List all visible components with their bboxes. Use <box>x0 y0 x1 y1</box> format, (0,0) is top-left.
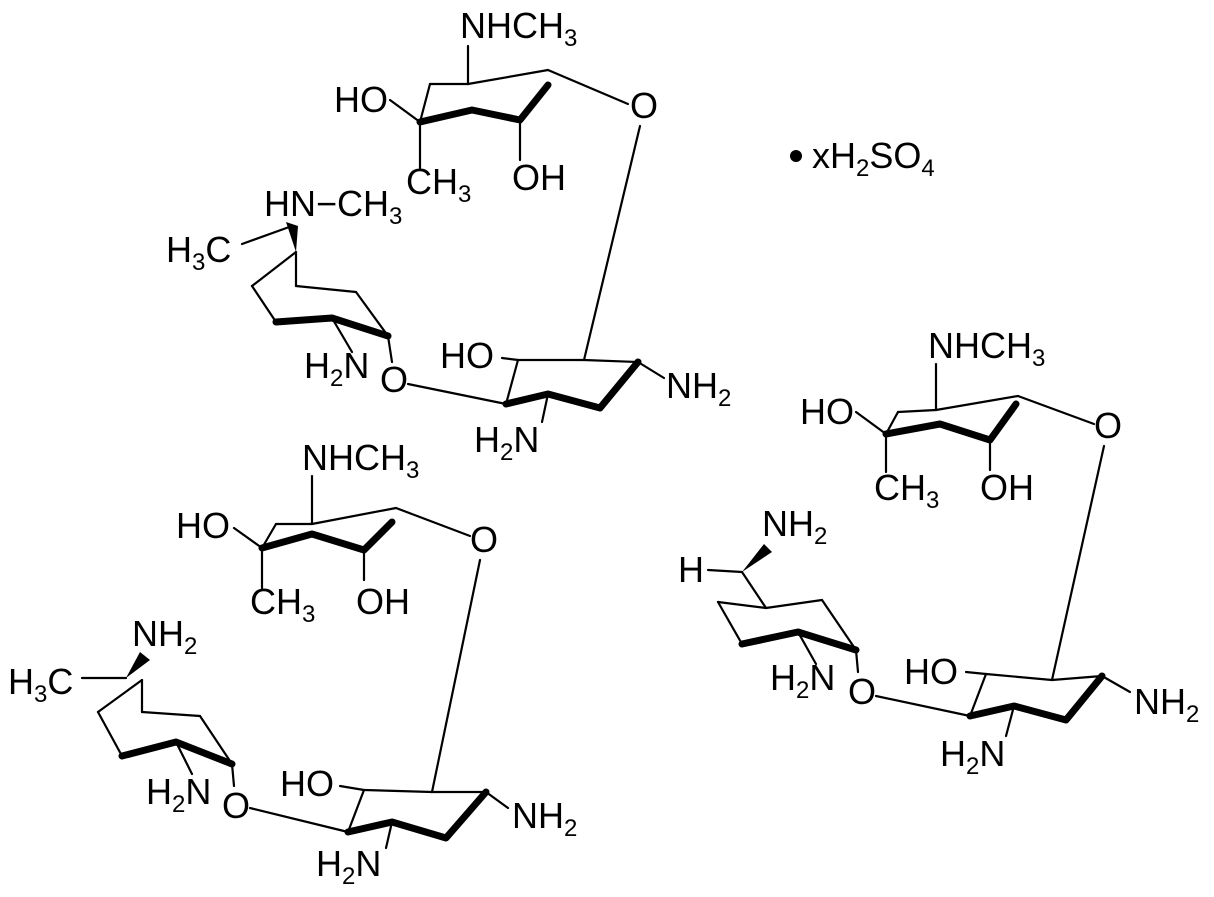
purpurosamine-ring-a <box>240 222 394 364</box>
label-ch3-b: CH3 <box>250 581 315 628</box>
label-o-glyco-a: O <box>630 85 658 126</box>
label-h2n-b: H2N <box>146 771 211 818</box>
molecule-gentamicin-c2: NHCH3 HO CH3 OH O NH2 H3C H2N O <box>8 437 577 890</box>
garosamine-ring-a <box>388 44 630 170</box>
label-h2n-c: H2N <box>770 657 835 704</box>
label-h3c-a: H3C <box>166 229 231 276</box>
label-hn-ch3-a: HN−CH3 <box>264 183 402 230</box>
sulfate-salt-label: xH2SO4 <box>790 135 935 182</box>
label-o-link-a: O <box>380 359 408 400</box>
label-h2n-c2: H2N <box>940 733 1005 780</box>
label-ho-a2: HO <box>440 335 494 376</box>
label-ho-c2: HO <box>904 651 958 692</box>
label-nh2-a: NH2 <box>666 365 731 412</box>
label-nh2-c-side: NH2 <box>762 503 827 550</box>
molecule-gentamicin-c1a: NHCH3 HO CH3 OH O NH2 H H2N O <box>678 325 1199 780</box>
label-h2n-a: H2N <box>304 345 369 392</box>
label-nh2-b-side: NH2 <box>132 613 197 660</box>
purpurosamine-ring-c <box>706 544 860 674</box>
label-h-c: H <box>678 549 704 590</box>
garosamine-ring-c <box>854 362 1096 474</box>
label-ch3-a: CH3 <box>406 161 471 208</box>
label-nh2-b: NH2 <box>512 795 577 842</box>
label-o-link-c: O <box>848 671 876 712</box>
label-nh2-c: NH2 <box>1134 681 1199 728</box>
label-ch3-c: CH3 <box>874 467 939 514</box>
deoxystreptamine-ring-b <box>338 784 510 850</box>
label-ho-b2: HO <box>280 763 334 804</box>
label-h3c-b: H3C <box>8 661 73 708</box>
deoxystreptamine-ring-a <box>500 356 666 424</box>
salt-bullet-dot <box>790 150 802 162</box>
label-oh-a: OH <box>512 157 566 198</box>
salt-formula: xH2SO4 <box>812 135 935 182</box>
label-nhch3-b: NHCH3 <box>302 437 419 484</box>
label-nhch3-a: NHCH3 <box>460 5 577 52</box>
label-ho-a: HO <box>334 79 388 120</box>
label-o-glyco-b: O <box>470 519 498 560</box>
deoxystreptamine-ring-c <box>964 670 1132 738</box>
label-o-link-b: O <box>222 785 250 826</box>
label-o-glyco-c: O <box>1094 405 1122 446</box>
label-oh-b: OH <box>356 581 410 622</box>
label-ho-b: HO <box>176 505 230 546</box>
purpurosamine-ring-b <box>80 652 236 788</box>
label-h2n-a2: H2N <box>474 419 539 466</box>
label-ho-c: HO <box>800 391 854 432</box>
label-nhch3-c: NHCH3 <box>928 325 1045 372</box>
label-oh-c: OH <box>980 467 1034 508</box>
molecule-gentamicin-c1: NHCH3 HO CH3 OH O HN−CH3 H3C H2N O <box>166 5 731 466</box>
garosamine-ring-b <box>232 474 472 590</box>
label-h2n-b2: H2N <box>316 843 381 890</box>
